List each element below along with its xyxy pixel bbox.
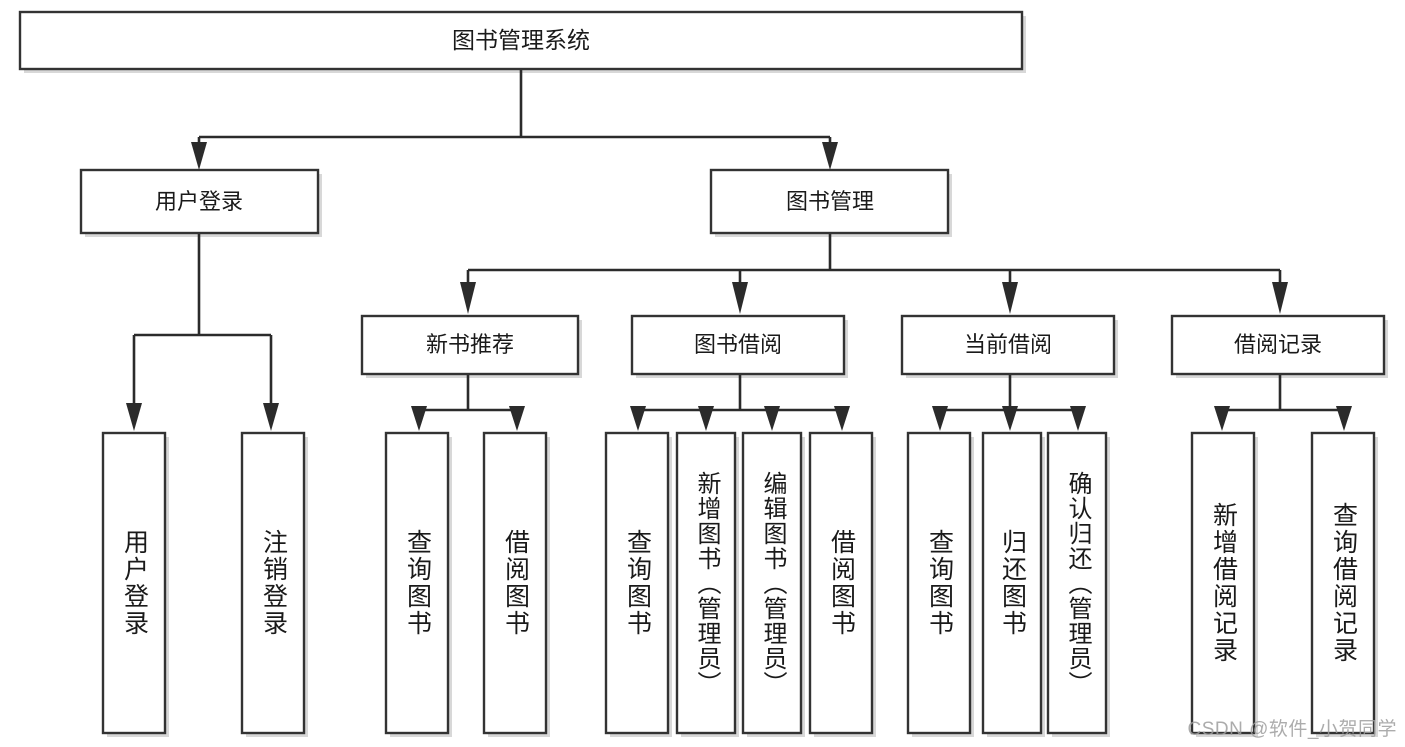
leaf-book-borrow-2[interactable] bbox=[741, 431, 803, 735]
leaf-current-borrow-2[interactable] bbox=[1046, 431, 1108, 735]
node-current-borrow[interactable] bbox=[900, 314, 1116, 376]
watermark-text: CSDN @软件_小贺同学 bbox=[1187, 719, 1397, 740]
node-borrow-record[interactable] bbox=[1170, 314, 1386, 376]
leaf-new-book-0[interactable] bbox=[384, 431, 450, 735]
leaf-current-borrow-1[interactable] bbox=[981, 431, 1043, 735]
node-root[interactable] bbox=[18, 10, 1024, 71]
node-user-login[interactable] bbox=[79, 168, 320, 235]
leaf-borrow-record-0[interactable] bbox=[1190, 431, 1256, 735]
leaf-borrow-record-1[interactable] bbox=[1310, 431, 1376, 735]
node-book-management[interactable] bbox=[709, 168, 950, 235]
label-new-book-recommend: 新书推荐 bbox=[426, 332, 514, 357]
label-user-login: 用户登录 bbox=[155, 189, 243, 214]
node-book-borrow[interactable] bbox=[630, 314, 846, 376]
leaf-user-login-1[interactable] bbox=[240, 431, 306, 735]
leaf-book-borrow-3[interactable] bbox=[808, 431, 874, 735]
label-root: 图书管理系统 bbox=[452, 27, 590, 53]
node-new-book-recommend[interactable] bbox=[360, 314, 580, 376]
label-borrow-record: 借阅记录 bbox=[1234, 332, 1322, 357]
leaf-current-borrow-0[interactable] bbox=[906, 431, 972, 735]
leaf-book-borrow-1[interactable] bbox=[675, 431, 737, 735]
node-boxes bbox=[18, 10, 1386, 735]
connector-lines bbox=[126, 69, 1352, 431]
leaf-book-borrow-0[interactable] bbox=[604, 431, 670, 735]
label-current-borrow: 当前借阅 bbox=[964, 332, 1052, 357]
leaf-new-book-1[interactable] bbox=[482, 431, 548, 735]
label-book-management: 图书管理 bbox=[786, 189, 874, 214]
node-labels: 图书管理系统 用户登录 图书管理 新书推荐 图书借阅 当前借阅 借阅记录 bbox=[155, 27, 1322, 357]
leaf-user-login-0[interactable] bbox=[101, 431, 167, 735]
label-book-borrow: 图书借阅 bbox=[694, 332, 782, 357]
